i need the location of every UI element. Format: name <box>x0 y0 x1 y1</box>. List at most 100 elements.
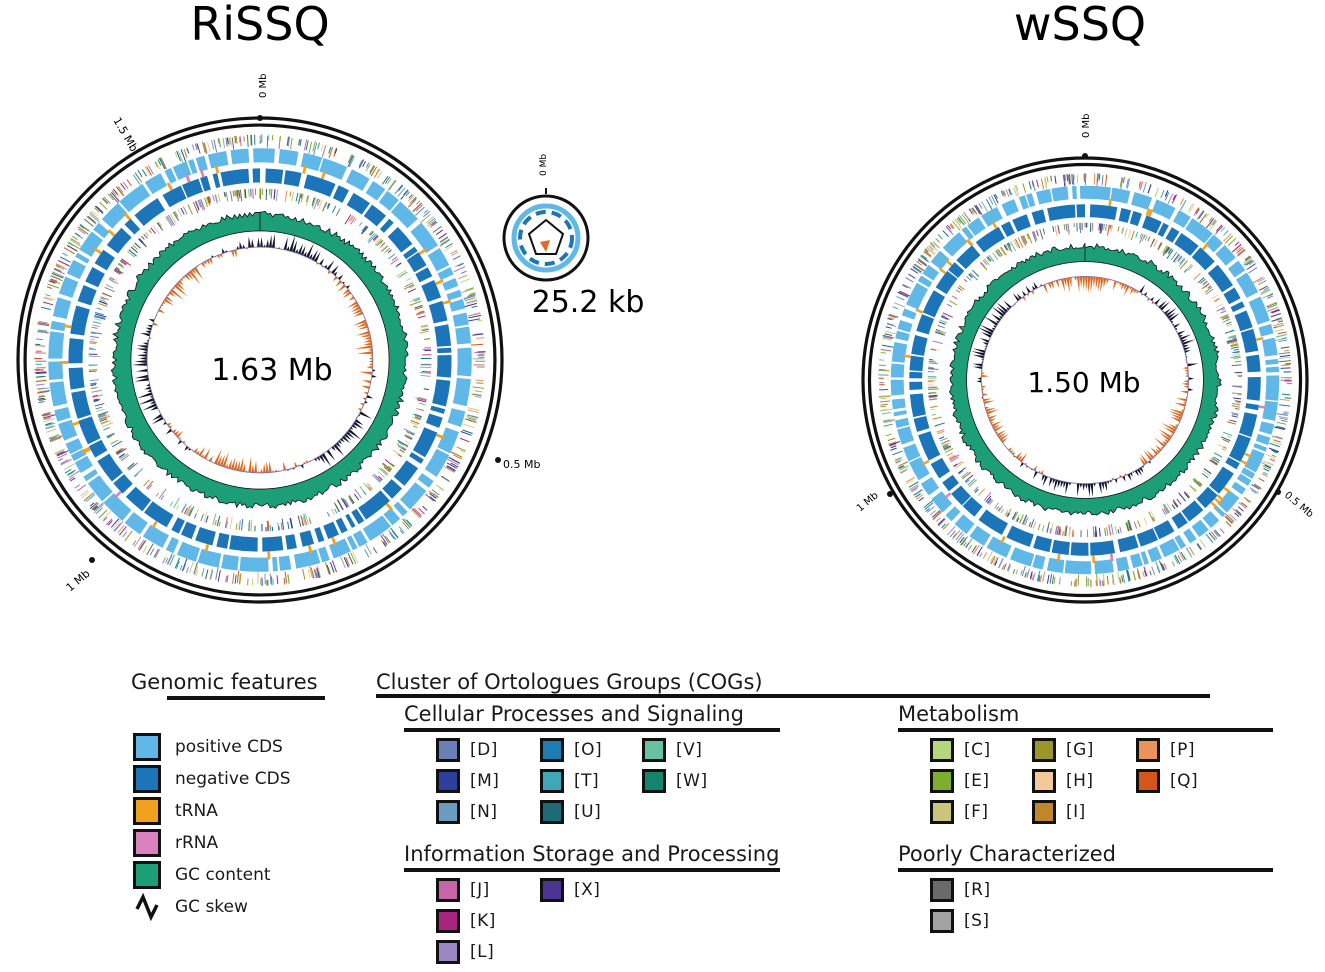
negative-cds-block <box>97 453 123 482</box>
cog-tick <box>100 420 111 425</box>
cog-tick <box>43 414 56 419</box>
gc-skew-spike <box>1123 285 1130 296</box>
cog-tick <box>471 305 478 308</box>
gc-skew-spike <box>1052 478 1056 485</box>
cog-tick <box>102 510 112 521</box>
cog-tick <box>1144 235 1148 241</box>
cog-tick <box>149 548 155 556</box>
cog-tick <box>995 506 1000 511</box>
positive-cds-block <box>221 554 239 571</box>
cog-tick <box>193 513 197 519</box>
cog-tick <box>1132 570 1136 581</box>
cog-tick <box>421 370 432 373</box>
cog-tick <box>217 570 221 582</box>
cog-tick <box>1063 174 1066 187</box>
gc-skew-spike <box>136 354 148 358</box>
cog-tick <box>883 336 893 340</box>
cog-tick <box>154 548 161 559</box>
trna-marker <box>1216 494 1224 502</box>
cog-tick <box>1119 526 1122 534</box>
negative-cds-block <box>70 305 90 336</box>
gc-skew-spike <box>342 291 352 299</box>
cog-tick <box>470 343 484 346</box>
cog-swatch-p <box>1136 738 1160 762</box>
cog-tick <box>146 166 153 176</box>
positive-cds-block <box>260 148 276 163</box>
cog-swatch-w <box>642 769 666 793</box>
cog-tick <box>101 198 108 205</box>
cog-tick <box>474 332 483 335</box>
cog-tick <box>1033 231 1038 241</box>
cog-tick <box>1220 227 1226 232</box>
cog-tick <box>416 408 424 412</box>
gc-skew-spike <box>203 448 211 460</box>
gc-skew-spike <box>1170 414 1182 420</box>
cog-tick <box>1280 367 1291 369</box>
cog-tick <box>946 452 953 457</box>
gc-content-ring <box>110 210 409 509</box>
cog-tick <box>1179 257 1185 265</box>
cog-tick <box>406 430 415 436</box>
cog-tick <box>1210 534 1216 541</box>
negative-cds-block <box>78 416 101 445</box>
gc-skew-spike <box>268 460 272 473</box>
positive-cds-block <box>901 308 917 320</box>
rrna-marker <box>1258 405 1267 409</box>
cog-tick <box>963 278 968 283</box>
cog-tick <box>165 557 169 564</box>
negative-cds-block <box>962 496 983 517</box>
gc-skew-spike <box>1112 280 1118 291</box>
trna-marker <box>1092 555 1096 563</box>
cog-tick <box>50 435 57 440</box>
cog-tick <box>348 495 355 504</box>
gc-skew-spike <box>356 351 373 355</box>
cog-tick <box>969 208 976 216</box>
gc-skew-spike <box>976 380 982 383</box>
cog-tick <box>918 497 924 502</box>
cog-swatch-q <box>1136 769 1160 793</box>
gc-skew-spike <box>1146 449 1155 459</box>
gc-skew-spike <box>1042 475 1048 487</box>
cog-tick <box>217 193 221 202</box>
gc-skew-spike <box>142 342 149 346</box>
positive-cds-block <box>1265 366 1280 373</box>
cog-tick <box>387 180 396 191</box>
cog-tick <box>1251 489 1257 494</box>
cog-tick <box>1280 346 1290 349</box>
cog-tick <box>1031 180 1036 192</box>
cog-tick <box>42 418 55 423</box>
cog-tick <box>440 236 449 242</box>
cog-label-v: [V] <box>676 740 703 760</box>
cog-tick <box>1229 513 1237 521</box>
cog-tick <box>50 280 57 284</box>
gc-skew-spike <box>292 240 298 253</box>
negative-cds-block <box>346 192 370 215</box>
cog-tick <box>89 379 99 382</box>
cog-tick <box>302 516 306 526</box>
gc-skew-spike <box>1134 469 1139 477</box>
positive-cds-block <box>1159 538 1180 558</box>
cog-tick <box>450 249 458 255</box>
cog-tick <box>1032 572 1036 581</box>
negative-cds-block <box>913 416 930 432</box>
cog-tick <box>1248 260 1255 266</box>
positive-cds-block <box>1183 528 1197 544</box>
cog-tick <box>1261 473 1268 478</box>
cog-tick <box>351 551 359 564</box>
cog-tick <box>117 524 125 534</box>
trna-marker <box>204 543 210 553</box>
cog-tick <box>287 136 291 147</box>
cog-tick <box>1127 519 1132 531</box>
cog-tick <box>98 414 110 419</box>
gc-skew-spike <box>1180 339 1188 343</box>
cog-tick <box>463 295 476 300</box>
cog-tick <box>1222 438 1230 443</box>
positive-cds-block <box>1115 556 1130 572</box>
cog-tick <box>365 162 370 168</box>
cog-tick <box>360 225 368 235</box>
gc-skew-spike <box>170 288 184 301</box>
cog-tick <box>1203 468 1212 475</box>
cog-tick <box>303 139 308 151</box>
cog-tick <box>986 551 993 562</box>
cog-tick <box>1006 563 1011 571</box>
